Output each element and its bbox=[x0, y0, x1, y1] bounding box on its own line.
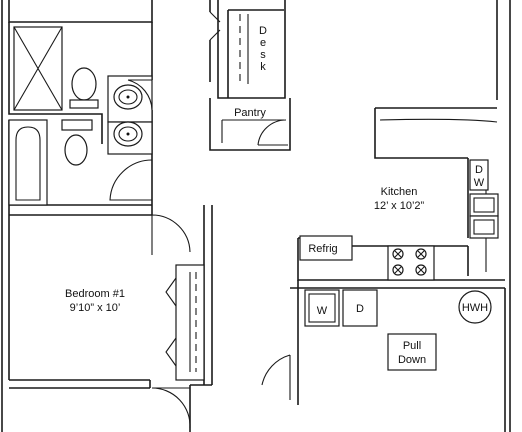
stove-burner-icon bbox=[392, 248, 404, 260]
sink-icon bbox=[107, 75, 153, 123]
bedroom-size: 9’10” x 10’ bbox=[70, 302, 121, 314]
pantry bbox=[209, 98, 291, 151]
dryer bbox=[342, 289, 378, 327]
washer bbox=[304, 289, 340, 327]
door-swing-icon bbox=[127, 79, 153, 111]
kitchen-name: Kitchen bbox=[381, 186, 418, 198]
stove-burner-icon bbox=[415, 248, 427, 260]
door-swing-icon bbox=[261, 354, 291, 400]
bathtub-icon bbox=[8, 119, 48, 206]
sink-icon bbox=[469, 193, 499, 217]
bedroom-closet bbox=[165, 264, 205, 381]
bedroom-name: Bedroom #1 bbox=[65, 288, 125, 300]
desk-label-letter: D bbox=[259, 25, 267, 37]
kitchen-size: 12’ x 10’2” bbox=[374, 200, 425, 212]
desk-label-letter: e bbox=[260, 37, 266, 49]
stove-burner-icon bbox=[415, 264, 427, 276]
pull-down-attic bbox=[387, 333, 437, 371]
refrigerator bbox=[299, 235, 353, 261]
water-heater-label: HWH bbox=[462, 302, 488, 314]
dishwasher-label: D bbox=[475, 164, 483, 176]
pull-down-label: Pull bbox=[403, 340, 421, 352]
toilet-icon bbox=[61, 119, 93, 166]
desk-closet bbox=[209, 0, 286, 99]
pantry-label: Pantry bbox=[234, 107, 266, 119]
desk-label-letter: k bbox=[260, 61, 266, 73]
door-swing-icon bbox=[109, 159, 153, 201]
dishwasher-label: W bbox=[474, 177, 485, 189]
washer-label: W bbox=[317, 305, 328, 317]
pull-down-label: Down bbox=[398, 354, 426, 366]
door-swing-icon bbox=[151, 387, 191, 429]
water-heater bbox=[458, 290, 492, 324]
desk-label-letter: s bbox=[260, 49, 266, 61]
dryer-label: D bbox=[356, 303, 364, 315]
sink-icon bbox=[469, 215, 499, 239]
stove-burner-icon bbox=[392, 264, 404, 276]
door-swing-icon bbox=[151, 214, 191, 255]
sink-icon bbox=[107, 121, 153, 155]
refrigerator-label: Refrig bbox=[308, 243, 337, 255]
laundry-room bbox=[290, 280, 506, 432]
shower-icon bbox=[13, 26, 63, 111]
toilet-icon bbox=[69, 67, 99, 109]
dishwasher bbox=[469, 159, 489, 191]
